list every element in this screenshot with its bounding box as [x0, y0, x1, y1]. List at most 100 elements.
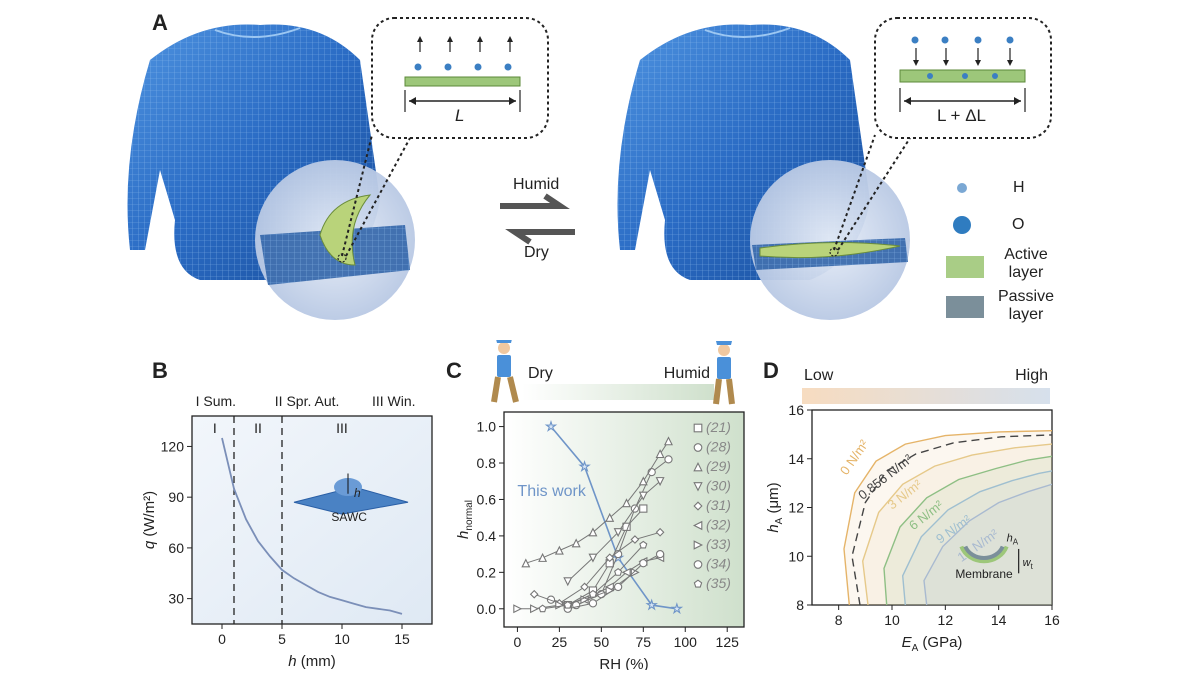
data-point: [530, 604, 540, 614]
region-label-top-3: III Win.: [372, 393, 416, 409]
x-tick-label: 125: [716, 634, 740, 650]
legend-passive-swatch: [946, 296, 984, 318]
legend-active-line2: layer: [1008, 264, 1044, 281]
data-point: [554, 545, 564, 555]
panel-c-letter: C: [446, 358, 462, 383]
data-point: [563, 577, 573, 587]
x-tick-label: 0: [218, 631, 226, 647]
data-point: [546, 595, 556, 604]
x-tick-label: 0: [514, 634, 522, 650]
legend-marker: [693, 540, 704, 550]
y-tick-label: 30: [168, 591, 184, 607]
membrane-ha-var: h: [1007, 533, 1013, 545]
data-point: [639, 540, 648, 549]
data-point: [655, 527, 665, 537]
x-tick-label: 100: [674, 634, 698, 650]
y-tick-label: 16: [788, 402, 804, 418]
humid-label: Humid: [513, 176, 560, 193]
legend-passive-label: Passive layer: [990, 288, 1062, 324]
y-axis-unit: (W/m²): [141, 491, 158, 541]
x-axis-unit: (mm): [297, 653, 336, 670]
person-dry-legs: [491, 376, 519, 403]
x-tick-label: 50: [594, 634, 610, 650]
plot-area: [503, 411, 745, 628]
x-tick-label: 10: [334, 631, 350, 647]
person-dry-head: [498, 342, 510, 354]
legend-label: (34): [706, 556, 731, 572]
data-point: [538, 552, 548, 562]
membrane-wt-var: w: [1023, 557, 1032, 569]
data-point: [588, 553, 598, 563]
person-humid-shirt: [717, 357, 731, 379]
panel-b-letter: B: [152, 358, 168, 383]
person-humid-cap: [716, 341, 732, 345]
x-tick-label: 12: [938, 612, 954, 628]
x-tick-label: 15: [394, 631, 410, 647]
reversible-arrows-icon: [500, 193, 575, 245]
data-point: [529, 589, 539, 599]
q-vs-h-curve: [221, 437, 403, 615]
curve-4: [901, 470, 1052, 605]
y-tick-label: 8: [796, 597, 804, 613]
region-label-top-1: I Sum.: [196, 393, 236, 409]
data-point: [638, 476, 648, 486]
y-tick-label: 0.8: [477, 455, 497, 471]
person-humid-head: [718, 344, 730, 356]
panel-a-illustration: [127, 17, 1052, 320]
y-tick-label: 0.2: [477, 564, 497, 580]
person-dry-cap: [496, 340, 512, 343]
region-label-in-1: I: [213, 420, 217, 436]
series-3: [521, 436, 673, 568]
data-point: [630, 535, 640, 544]
magnifier-right: [750, 160, 910, 320]
region-label-top-2: II Spr. Aut.: [275, 393, 340, 409]
data-point: [655, 449, 665, 459]
modulus-gradient-bar: [802, 388, 1050, 404]
data-point: [655, 477, 665, 487]
x-axis-var: E: [902, 634, 913, 651]
data-point: [639, 559, 648, 568]
panel-d-letter: D: [763, 358, 779, 383]
y-tick-label: 10: [788, 548, 804, 564]
legend-label: (28): [706, 439, 731, 455]
membrane-wt-label: wt: [1023, 557, 1034, 571]
curve-fill: [844, 430, 1052, 605]
legend-marker: [693, 423, 703, 433]
legend-marker: [693, 443, 703, 452]
data-point: [605, 553, 615, 563]
curve-0: [843, 430, 1052, 605]
series-8: [563, 549, 665, 613]
x-axis-label: RH (%): [599, 656, 648, 670]
x-axis-label: h (mm): [288, 653, 336, 670]
gradient-low-label: Low: [804, 367, 834, 384]
legend-label: (32): [706, 517, 731, 533]
y-axis-label: hA (μm): [765, 482, 785, 532]
region-label-in-3: III: [336, 420, 348, 436]
data-point: [513, 604, 523, 614]
legend-h-label: H: [1013, 179, 1025, 196]
legend-marker: [693, 560, 703, 569]
curve-5: [923, 483, 1052, 605]
curve-3: [883, 455, 1052, 605]
legend-active-line1: Active: [1004, 246, 1048, 263]
x-tick-label: 75: [636, 634, 652, 650]
y-axis-var: h: [765, 524, 782, 532]
gradient-dry-label: Dry: [528, 365, 553, 382]
legend-label: (30): [706, 478, 731, 494]
curves-group: [843, 430, 1052, 605]
sawc-inset-label: SAWC: [331, 510, 367, 524]
legend-marker: [693, 501, 703, 511]
legend-marker: [693, 579, 703, 588]
legend-marker: [693, 482, 703, 492]
x-tick-label: 8: [835, 612, 843, 628]
curve-fill: [902, 470, 1052, 605]
y-axis-label: hnormal: [455, 500, 475, 539]
data-point: [544, 419, 558, 432]
data-point: [588, 599, 598, 608]
series-line: [534, 531, 661, 604]
data-point: [638, 491, 648, 501]
data-point: [621, 567, 631, 577]
left-length-label: L: [455, 106, 465, 125]
